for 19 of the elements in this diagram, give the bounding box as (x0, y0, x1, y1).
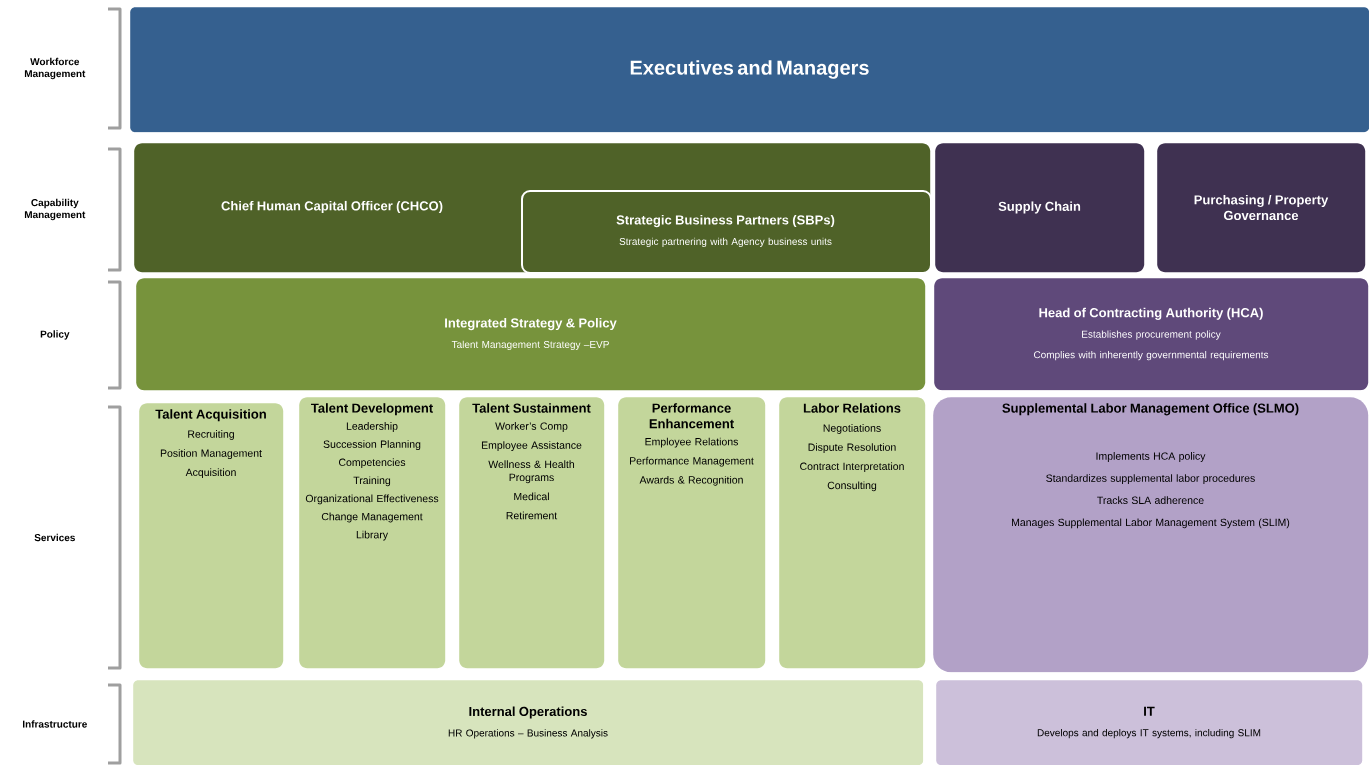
row-label: Policy (40, 330, 70, 340)
row-label: Workforce Management (24, 57, 86, 80)
role-box: Supply Chain (935, 143, 1145, 273)
infrastructure-box: IT Develops and deploys IT systems, including SLIM (936, 680, 1363, 765)
row-label: Infrastructure (23, 720, 87, 728)
policy-box: Head of Contracting Authority (HCA) Establishes procurement policy Complies with inherently governmental requirements (934, 278, 1369, 391)
service-box: Talent Acquisition Recruiting Position Management Acquisition (139, 403, 284, 669)
service-box: Performance Enhancement Employee Relations Performance Management Awards & Recognition (618, 397, 766, 669)
row-label: Services (34, 533, 75, 542)
service-box: Labor Relations Negotiations Dispute Resolution Contract Interpretation Consulting (779, 397, 926, 669)
office-box: Supplemental Labor Management Office (SLMO) Implements HCA policy Standardizes supplemental labor procedures Tracks SLA adherence Manages Supplemental Labor Management System (SLIM) (933, 397, 1369, 673)
service-box: Talent Development Leadership Succession Planning Competencies Training Organizational Effectiveness Change Management Library (299, 397, 446, 669)
infrastructure-box: Internal Operations HR Operations – Business Analysis (133, 680, 924, 765)
role-box: Purchasing / Property Governance (1157, 143, 1366, 273)
header-band: Executives and Managers (130, 7, 1369, 133)
service-box: Talent Sustainment Worker’s Comp Employee Assistance Wellness & Health Programs Medical Retirement (459, 397, 605, 669)
row-label: Capability Management (24, 198, 86, 221)
policy-box: Integrated Strategy & Policy Talent Management Strategy –EVP (136, 278, 926, 391)
role-box: Strategic Business Partners (SBPs) Strategic partnering with Agency business units (521, 190, 932, 274)
